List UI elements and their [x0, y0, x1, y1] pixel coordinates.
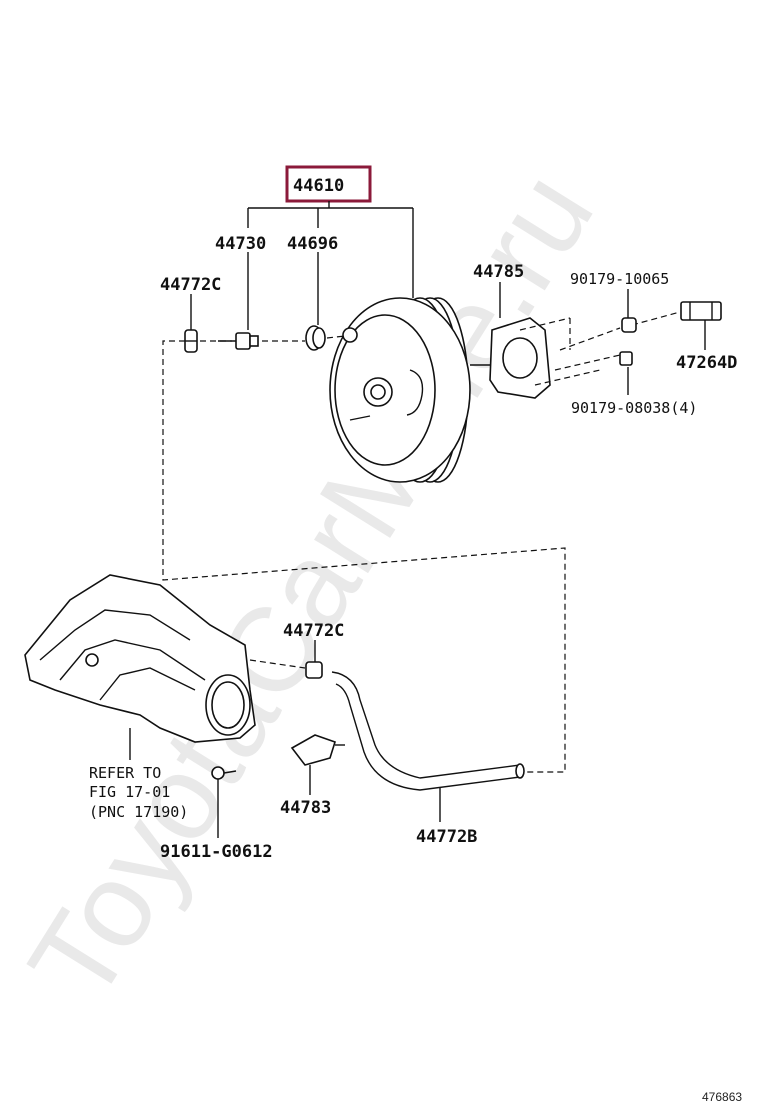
nut-90179-10065[interactable] — [621, 317, 637, 333]
label-44772c-top[interactable]: 44772C — [160, 275, 221, 295]
label-44783[interactable]: 44783 — [280, 798, 331, 818]
brake-booster-44610[interactable] — [329, 297, 471, 483]
label-90179-10065[interactable]: 90179-10065 — [570, 270, 669, 288]
label-90179-08038[interactable]: 90179-08038(4) — [571, 399, 697, 417]
sensor-44783[interactable] — [290, 734, 345, 766]
clamp-44772c-top[interactable] — [184, 329, 198, 353]
intake-manifold[interactable] — [24, 574, 256, 760]
label-44730[interactable]: 44730 — [215, 234, 266, 254]
label-44772c-mid[interactable]: 44772C — [283, 621, 344, 641]
clevis-47264d[interactable] — [680, 301, 722, 321]
figure-number: 476863 — [702, 1090, 742, 1104]
label-44785[interactable]: 44785 — [473, 262, 524, 282]
check-valve-44730[interactable] — [218, 332, 259, 350]
label-91611-g0612[interactable]: 91611-G0612 — [160, 842, 273, 862]
label-44696[interactable]: 44696 — [287, 234, 338, 254]
gasket-44785[interactable] — [489, 317, 551, 399]
label-44610[interactable]: 44610 — [293, 176, 344, 196]
clamp-44772c-mid[interactable] — [305, 661, 323, 679]
refer-text-line1: REFER TO — [89, 764, 161, 782]
label-47264d[interactable]: 47264D — [676, 353, 737, 373]
refer-text-line2: FIG 17-01 — [89, 783, 170, 801]
connection-dashed-line — [162, 340, 566, 773]
nut-90179-08038[interactable] — [619, 351, 633, 366]
label-44772b[interactable]: 44772B — [416, 827, 477, 847]
bracket-44610 — [247, 201, 414, 298]
refer-text-line3: (PNC 17190) — [89, 803, 188, 821]
grommet-44696[interactable] — [305, 325, 326, 351]
hose-44772b[interactable] — [331, 671, 525, 791]
